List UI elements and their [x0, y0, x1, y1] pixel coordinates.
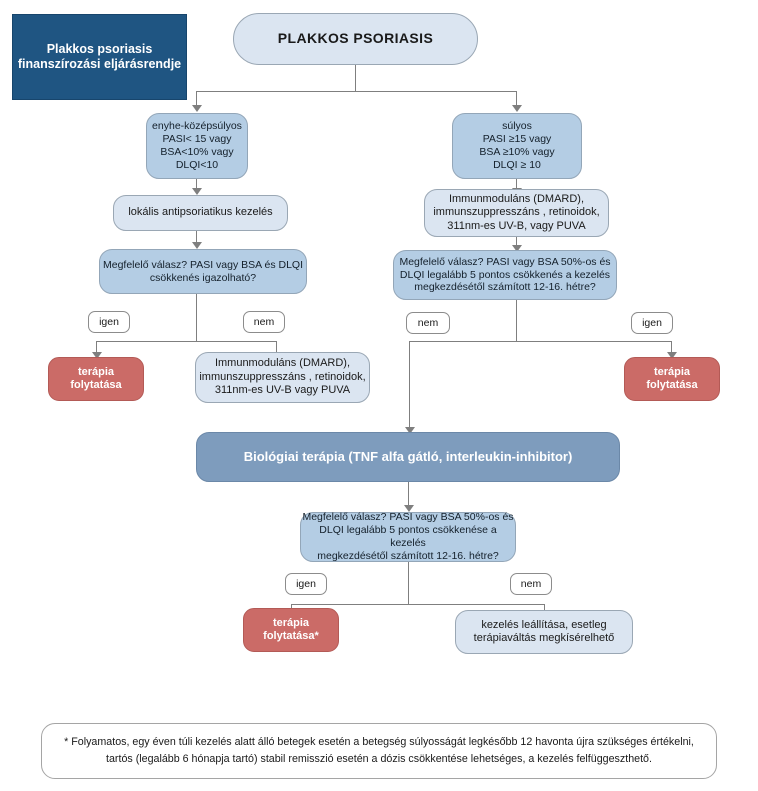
connector-root-stem [355, 65, 356, 91]
node-stop-treatment[interactable]: kezelés leállítása, esetleg terápiaváltá… [455, 610, 633, 654]
node-continue-therapy-left[interactable]: terápia folytatása [48, 357, 144, 401]
node-plakkos-psoriasis[interactable]: PLAKKOS PSORIASIS [233, 13, 478, 65]
footnote-box: * Folyamatos, egy éven túli kezelés alat… [41, 723, 717, 779]
node-decision-bottom[interactable]: Megfelelő válasz? PASI vagy BSA 50%-os é… [300, 511, 516, 562]
arrow-biologic-to-decision [404, 505, 414, 512]
node-severe-criteria[interactable]: súlyos PASI ≥15 vagy BSA ≥10% vagy DLQI … [452, 113, 582, 179]
arrow-right-yes [667, 352, 677, 359]
connector-biologic-to-decision [408, 482, 409, 507]
tag-right-yes[interactable]: igen [631, 312, 673, 334]
node-dmard-right[interactable]: Immunmoduláns (DMARD), immunszuppresszán… [424, 189, 609, 237]
title-line-2: finanszírozási eljárásrendje [17, 57, 182, 71]
connector-root-split [196, 91, 516, 92]
tag-left-no[interactable]: nem [243, 311, 285, 333]
node-continue-therapy-right[interactable]: terápia folytatása [624, 357, 720, 401]
connector-to-mild [196, 91, 197, 107]
connector-bottom-decision-stem [408, 562, 409, 604]
connector-left-no [276, 341, 277, 354]
tag-bottom-no[interactable]: nem [510, 573, 552, 595]
title-banner: Plakkos psoriasis finanszírozási eljárás… [12, 14, 187, 100]
node-mild-criteria[interactable]: enyhe-középsúlyos PASI< 15 vagy BSA<10% … [146, 113, 248, 179]
arrow-left-yes [92, 352, 102, 359]
node-dmard-middle[interactable]: Immunmoduláns (DMARD), immunszuppresszán… [195, 352, 370, 403]
node-topical-treatment[interactable]: lokális antipsoriatikus kezelés [113, 195, 288, 231]
title-line-1: Plakkos psoriasis [46, 41, 153, 56]
connector-dmard-to-decision [516, 237, 517, 247]
connector-severe-to-dmard [516, 179, 517, 190]
connector-left-decision-stem [196, 294, 197, 341]
connector-to-severe [516, 91, 517, 107]
connector-topical-to-decision [196, 231, 197, 244]
tag-left-yes[interactable]: igen [88, 311, 130, 333]
connector-right-yes [671, 341, 672, 354]
arrow-dmard-to-decision [512, 245, 522, 252]
node-decision-left[interactable]: Megfelelő válasz? PASI vagy BSA és DLQI … [99, 249, 307, 294]
arrow-to-mild [192, 105, 202, 112]
node-decision-right[interactable]: Megfelelő válasz? PASI vagy BSA 50%-os é… [393, 250, 617, 300]
arrow-to-severe [512, 105, 522, 112]
connector-right-no-down [409, 341, 410, 429]
arrow-topical-to-decision [192, 242, 202, 249]
connector-right-decision-stem [516, 300, 517, 341]
arrow-right-no-to-biologic [405, 427, 415, 434]
connector-mild-to-topical [196, 179, 197, 190]
node-biologic-therapy[interactable]: Biológiai terápia (TNF alfa gátló, inter… [196, 432, 620, 482]
node-continue-therapy-star[interactable]: terápia folytatása* [243, 608, 339, 652]
connector-left-yes [96, 341, 97, 354]
connector-left-decision-split [96, 341, 276, 342]
tag-right-no[interactable]: nem [406, 312, 450, 334]
arrow-mild-to-topical [192, 188, 202, 195]
connector-right-decision-split [409, 341, 671, 342]
tag-bottom-yes[interactable]: igen [285, 573, 327, 595]
connector-bottom-decision-split [291, 604, 544, 605]
